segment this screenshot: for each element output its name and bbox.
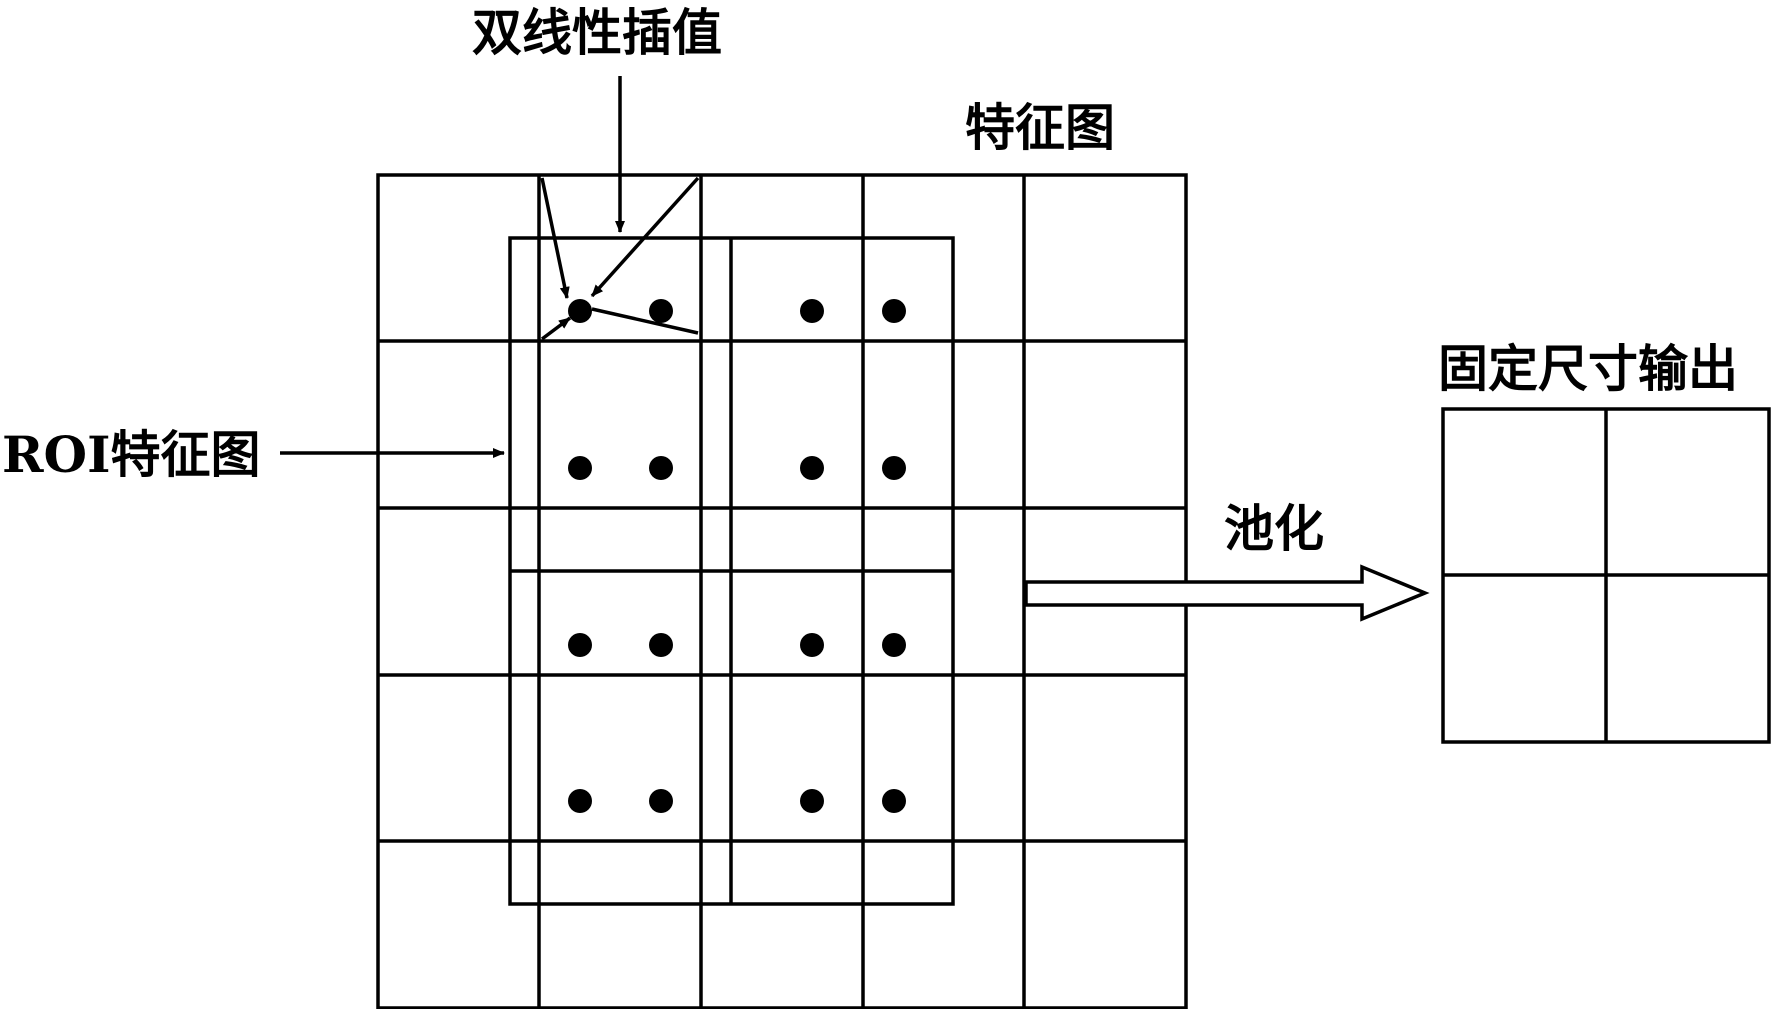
pooling-label: 池化 (1224, 499, 1324, 558)
sampling-point (882, 633, 906, 657)
feature-map-label: 特征图 (965, 98, 1115, 157)
sampling-point (800, 789, 824, 813)
sampling-point (649, 456, 673, 480)
roi-region (508, 236, 955, 906)
sampling-point (568, 789, 592, 813)
sampling-point (882, 789, 906, 813)
interpolation-arrows (540, 176, 700, 341)
feature-map-grid (376, 173, 1188, 1009)
sampling-point (568, 299, 592, 323)
interp-arrow-bottom-left (540, 316, 572, 341)
interp-arrow-top-right (590, 176, 700, 298)
sampling-point (800, 456, 824, 480)
fixed-size-output-label: 固定尺寸输出 (1438, 339, 1738, 398)
sampling-point (649, 789, 673, 813)
sampling-points (568, 299, 906, 813)
interp-line-bottom-right (591, 307, 699, 335)
sampling-point (568, 456, 592, 480)
sampling-point (568, 633, 592, 657)
sampling-point (800, 633, 824, 657)
sampling-point (800, 299, 824, 323)
interp-arrow-top-left (540, 177, 570, 299)
sampling-point (882, 456, 906, 480)
output-grid (1441, 407, 1771, 744)
roi-feature-map-label: ROI特征图 (2, 425, 261, 484)
sampling-point (649, 299, 673, 323)
bilinear-interpolation-label: 双线性插值 (472, 3, 722, 62)
pooling-arrow (1024, 564, 1430, 622)
sampling-point (649, 633, 673, 657)
sampling-point (882, 299, 906, 323)
